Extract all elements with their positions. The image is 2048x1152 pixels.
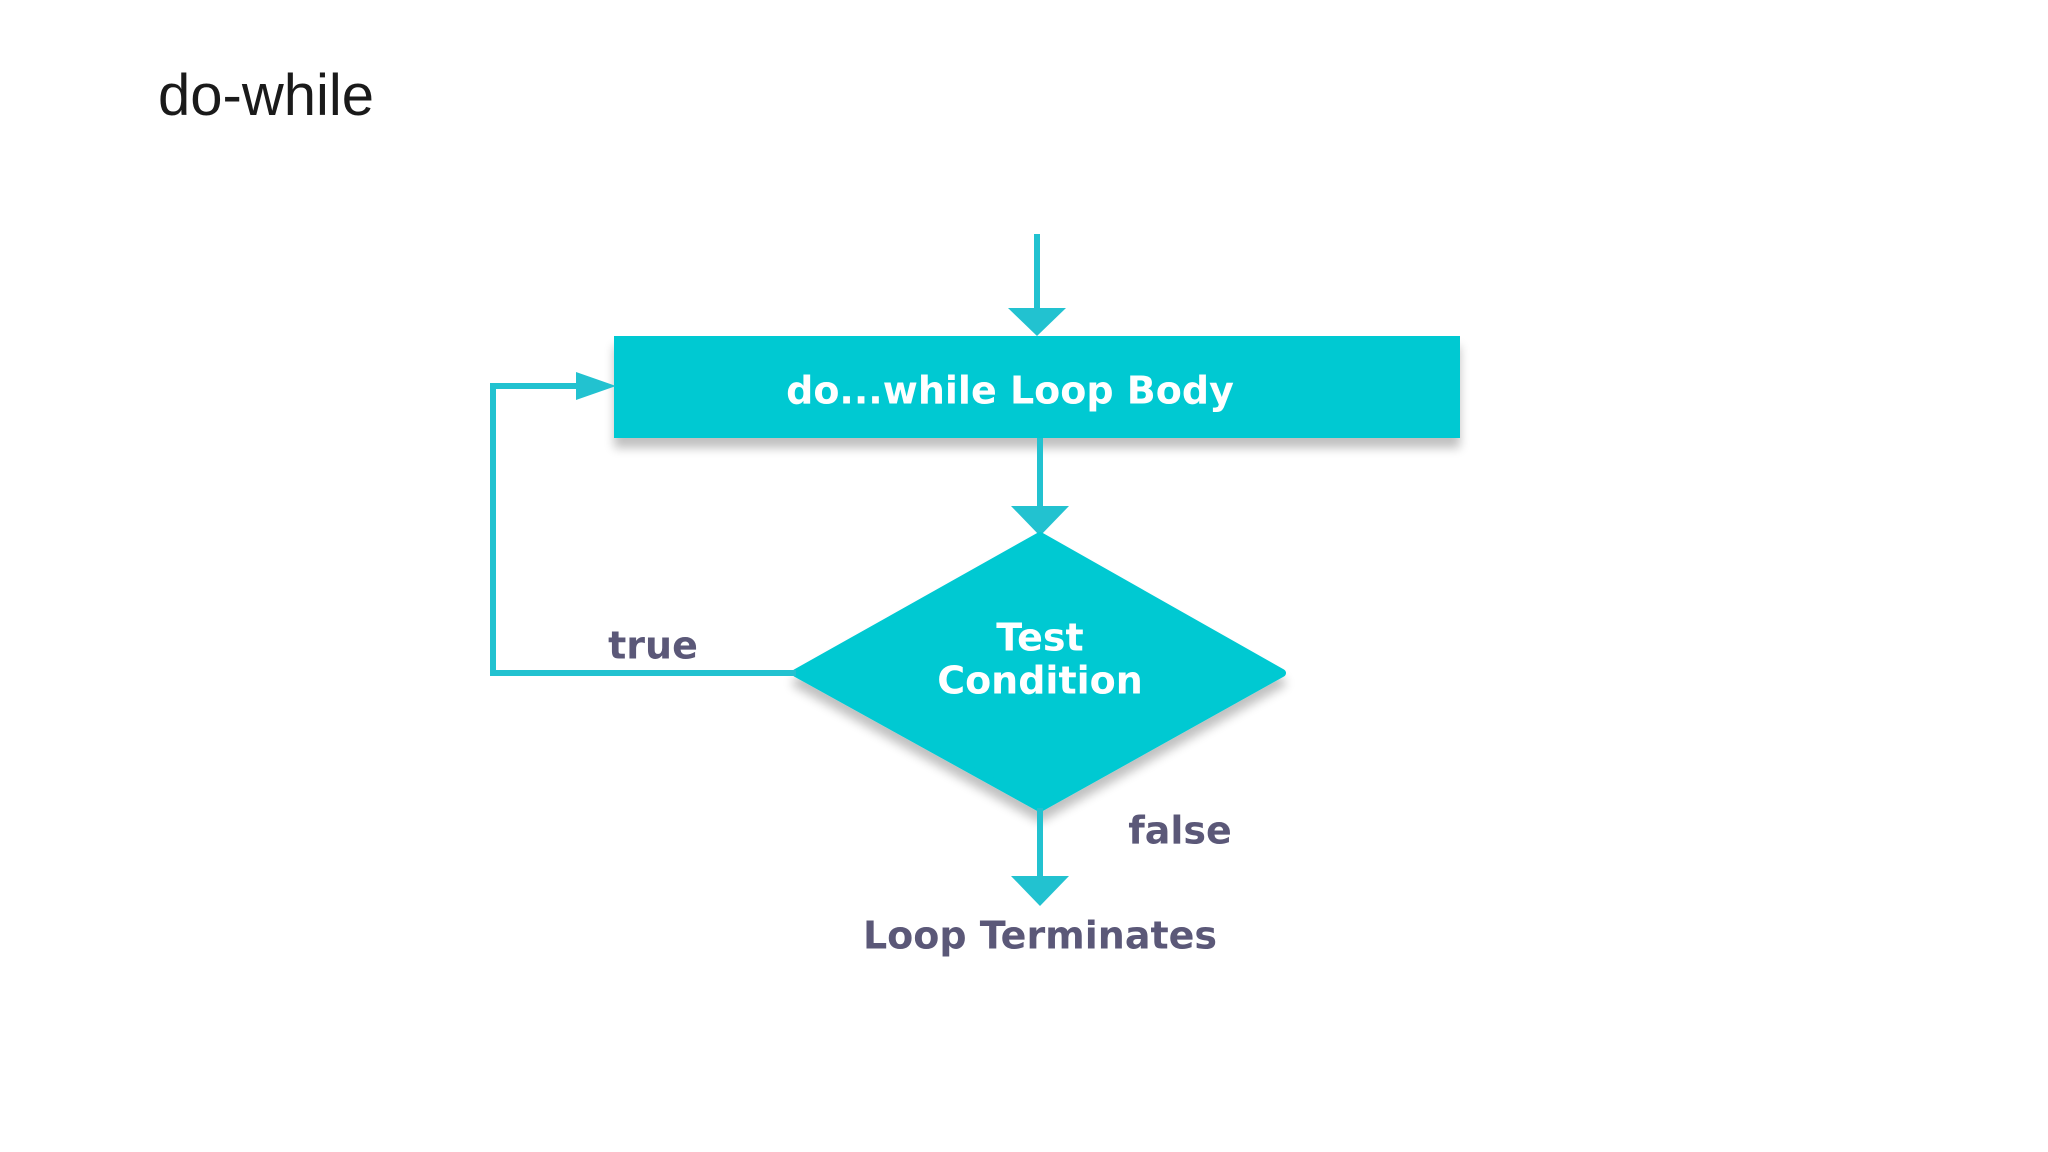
loop-body-label: do...while Loop Body xyxy=(786,369,1234,413)
slide-title: do-while xyxy=(158,63,374,128)
false-exit-arrow xyxy=(1011,808,1069,906)
false-label: false xyxy=(1128,809,1232,853)
test-condition-label-line1: Test xyxy=(996,616,1083,660)
loop-body-box xyxy=(614,336,1460,438)
true-loop-back-arrow xyxy=(490,372,796,676)
entry-arrow xyxy=(1008,234,1066,336)
test-condition-label-line2: Condition xyxy=(937,659,1143,703)
true-label: true xyxy=(608,624,698,668)
body-to-condition-arrow xyxy=(1011,438,1069,536)
loop-terminates-label: Loop Terminates xyxy=(863,914,1217,958)
